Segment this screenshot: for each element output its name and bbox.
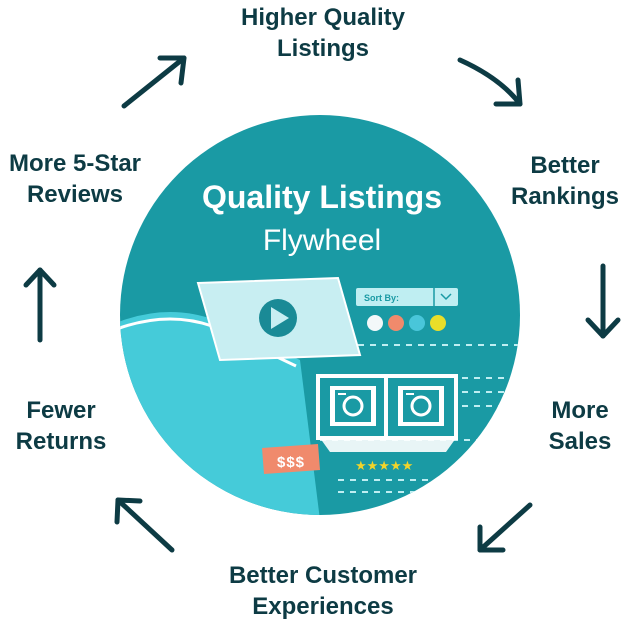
rating-stars: ★★★★★	[355, 459, 413, 474]
swatch-coral	[388, 315, 404, 331]
video-card	[196, 276, 362, 362]
center-title: Quality Listings	[202, 179, 442, 215]
arrow-up-left-icon	[114, 497, 175, 553]
listing-illustration: Sort By: $$$	[120, 276, 520, 515]
chevron-down-icon	[440, 293, 452, 301]
step-better-customer-experiences: Better Customer Experiences	[228, 562, 418, 620]
color-swatches	[367, 315, 446, 331]
sort-label: Sort By:	[364, 293, 399, 303]
swatch-cyan	[409, 315, 425, 331]
panel-outline	[120, 317, 297, 368]
arrow-down-right-icon	[457, 57, 523, 107]
swatch-white	[367, 315, 383, 331]
step-higher-quality-listings: Higher Quality Listings	[240, 4, 406, 62]
step-better-rankings: Better Rankings	[510, 152, 620, 210]
arrow-up-right-icon	[121, 55, 187, 109]
play-icon	[271, 307, 289, 329]
product-card	[384, 374, 458, 440]
step-more-5-star-reviews: More 5-Star Reviews	[8, 150, 142, 208]
price-tag: $$$	[262, 444, 320, 474]
arrow-down-icon	[585, 263, 621, 339]
arrow-down-left-icon	[477, 502, 533, 553]
arrow-up-icon	[23, 267, 57, 343]
svg-text:$$$: $$$	[277, 454, 305, 471]
product-card	[316, 374, 390, 440]
swatch-yellow	[430, 315, 446, 331]
card-shelf	[320, 438, 456, 452]
step-more-sales: More Sales	[548, 397, 612, 455]
step-fewer-returns: Fewer Returns	[15, 397, 107, 455]
sort-dropdown: Sort By:	[356, 288, 458, 306]
center-subtitle: Flywheel	[263, 224, 381, 257]
